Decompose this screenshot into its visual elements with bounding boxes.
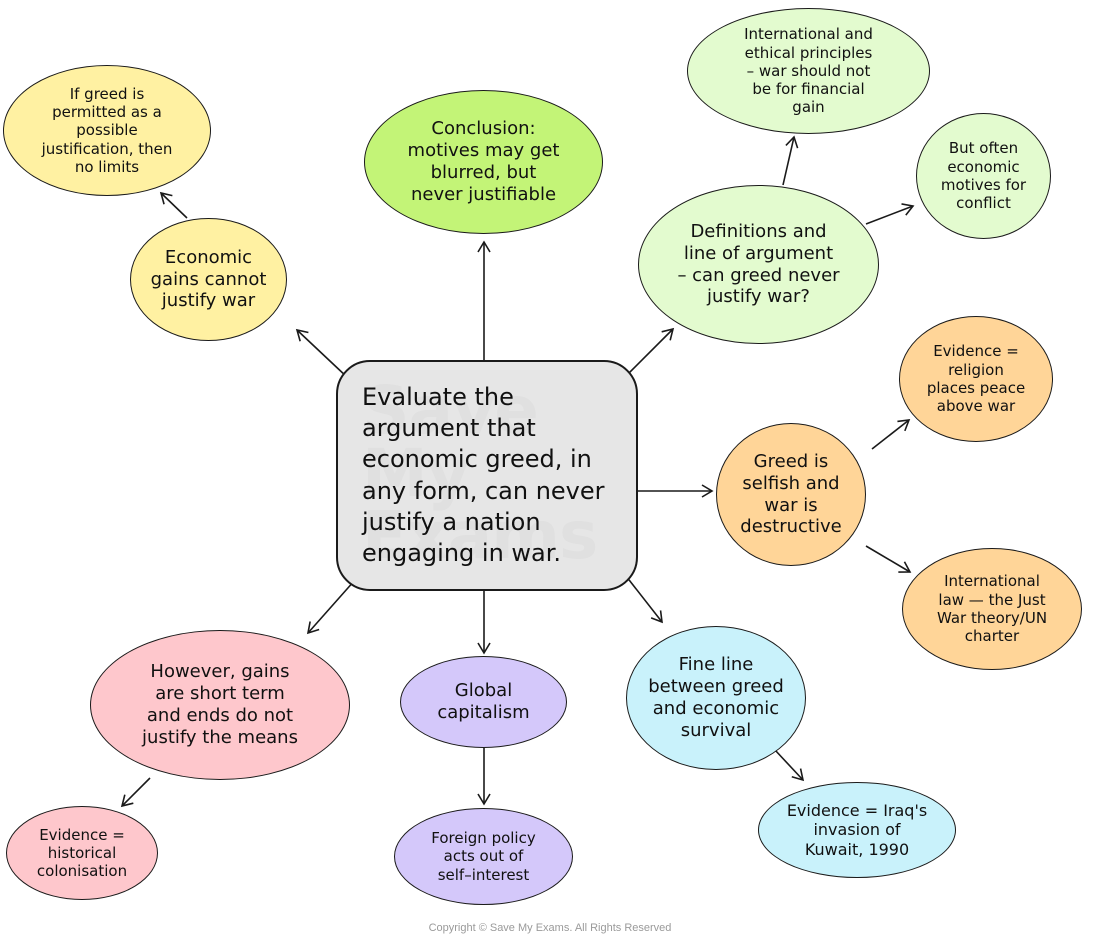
arrow-to-if-greed xyxy=(159,191,188,219)
node-fine-line-text: Fine line between greed and economic sur… xyxy=(648,654,784,741)
node-foreign-policy: Foreign policy acts out of self–interest xyxy=(394,808,573,905)
node-evidence-colonisation-text: Evidence = historical colonisation xyxy=(36,825,128,881)
node-economic-gains: Economic gains cannot justify war xyxy=(130,218,287,341)
central-question-text: Evaluate the argument that economic gree… xyxy=(362,382,605,567)
node-evidence-religion: Evidence = religion places peace above w… xyxy=(899,316,1053,442)
node-economic-gains-text: Economic gains cannot justify war xyxy=(150,246,267,312)
watermark-logo: Save My Exams xyxy=(362,372,598,575)
node-foreign-policy-text: Foreign policy acts out of self–interest xyxy=(431,829,536,884)
node-if-greed: If greed is permitted as a possible just… xyxy=(3,65,211,196)
central-question-box: Save My Exams Evaluate the argument that… xyxy=(336,360,638,591)
arrow-to-evidence-colonisation xyxy=(120,777,151,808)
node-conclusion-text: Conclusion: motives may get blurred, but… xyxy=(407,118,560,205)
node-definitions-text: Definitions and line of argument – can g… xyxy=(677,220,840,308)
copyright-notice: Copyright © Save My Exams. All Rights Re… xyxy=(428,922,672,934)
node-conclusion: Conclusion: motives may get blurred, but… xyxy=(364,90,603,234)
node-global-capitalism: Global capitalism xyxy=(400,656,567,748)
node-however-gains: However, gains are short term and ends d… xyxy=(90,630,350,780)
arrow-to-economic-gains xyxy=(295,328,349,379)
node-international-ethical-text: International and ethical principles – w… xyxy=(744,25,873,117)
node-however-gains-text: However, gains are short term and ends d… xyxy=(142,661,298,748)
node-fine-line: Fine line between greed and economic sur… xyxy=(626,626,806,770)
node-international-law: International law — the Just War theory/… xyxy=(902,548,1082,670)
arrow-to-evidence-religion xyxy=(871,419,911,450)
arrow-to-international-law xyxy=(865,545,912,573)
node-if-greed-text: If greed is permitted as a possible just… xyxy=(41,84,173,176)
node-greed-selfish: Greed is selfish and war is destructive xyxy=(716,423,866,566)
node-evidence-iraq-text: Evidence = Iraq's invasion of Kuwait, 19… xyxy=(786,800,928,859)
node-definitions: Definitions and line of argument – can g… xyxy=(638,185,879,344)
arrow-to-definitions xyxy=(623,327,675,379)
node-evidence-colonisation: Evidence = historical colonisation xyxy=(6,806,158,900)
node-but-often: But often economic motives for conflict xyxy=(916,113,1051,239)
arrow-to-evidence-iraq xyxy=(774,749,805,782)
arrow-to-however-gains xyxy=(306,579,356,635)
node-international-ethical: International and ethical principles – w… xyxy=(687,8,930,134)
node-evidence-iraq: Evidence = Iraq's invasion of Kuwait, 19… xyxy=(758,782,956,878)
node-evidence-religion-text: Evidence = religion places peace above w… xyxy=(926,342,1026,416)
node-but-often-text: But often economic motives for conflict xyxy=(940,139,1027,213)
arrow-to-international-ethical xyxy=(782,135,799,186)
arrow-to-fine-line xyxy=(625,575,663,624)
arrow-to-but-often xyxy=(865,203,915,225)
node-greed-selfish-text: Greed is selfish and war is destructive xyxy=(740,450,842,538)
node-global-capitalism-text: Global capitalism xyxy=(437,680,530,723)
node-international-law-text: International law — the Just War theory/… xyxy=(936,572,1048,646)
